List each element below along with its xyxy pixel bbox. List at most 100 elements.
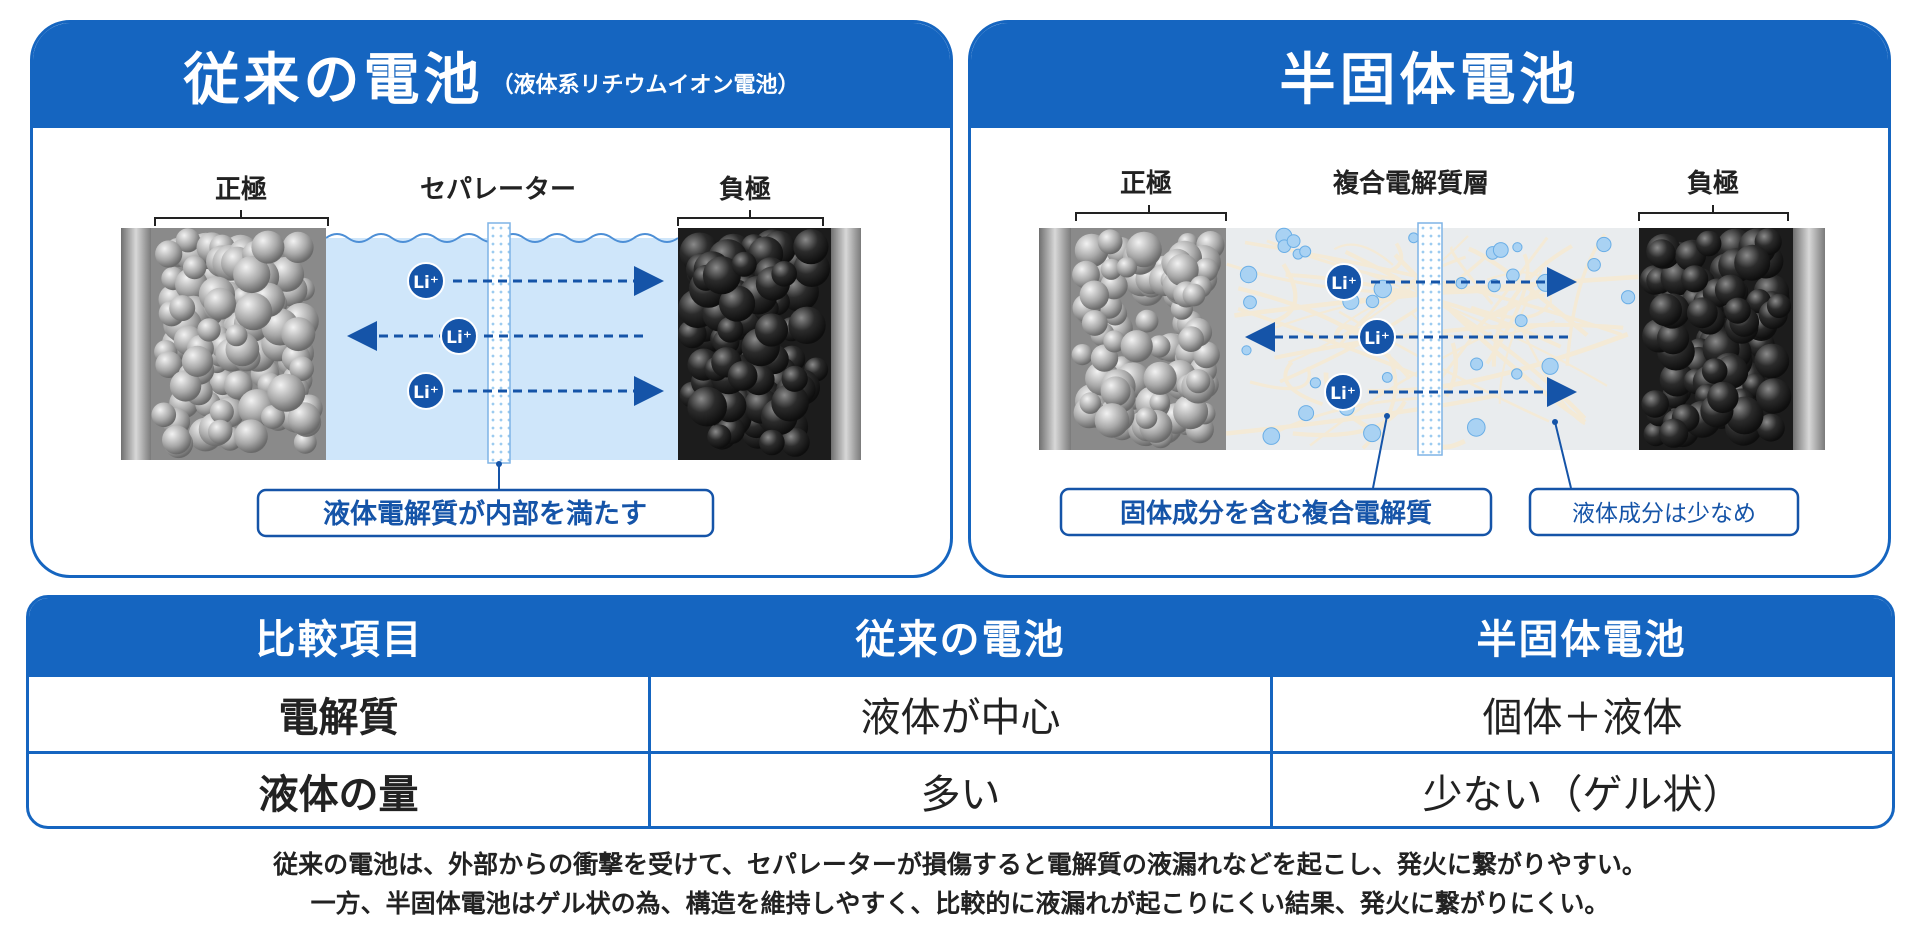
- callout-box-solid: [1059, 487, 1493, 537]
- liquid-droplet: [1299, 245, 1312, 258]
- electrode-particle: [1135, 309, 1159, 333]
- electrode-particle: [175, 228, 200, 253]
- ion-label: Li⁺: [446, 328, 472, 348]
- ion-row-3: Li⁺: [407, 372, 664, 410]
- ion-row-2: Li⁺: [1245, 318, 1568, 356]
- electrode-particle: [1143, 361, 1177, 395]
- electrode-particle: [234, 419, 268, 454]
- electrode-particle: [169, 295, 196, 322]
- electrode-particle: [781, 365, 808, 392]
- panel-header: 半固体電池: [971, 23, 1888, 128]
- electrode-particle: [1103, 330, 1126, 353]
- cathode-label: 正極: [215, 175, 267, 205]
- electrode-particle: [181, 345, 214, 377]
- footer-note-line-2: 一方、半固体電池はゲル状の為、構造を維持しやすく、比較的に液漏れが起こりにくい結…: [310, 889, 1610, 918]
- conventional-battery-panel: 従来の電池 （液体系リチウムイオン電池） 正極 セパレーター 負極: [30, 20, 953, 578]
- ion-label: Li⁺: [413, 383, 439, 403]
- solid-fiber: [1287, 235, 1469, 364]
- electrode-particle: [208, 419, 233, 444]
- electrode-particle: [702, 256, 741, 295]
- electrode-particle: [1641, 390, 1669, 418]
- panel-subtitle: （液体系リチウムイオン電池）: [491, 72, 800, 98]
- anode-bracket: [1638, 205, 1789, 221]
- table-cell: 液体が中心: [648, 677, 1270, 751]
- electrode-particle: [1135, 407, 1158, 429]
- callout-text-solid: 固体成分を含む複合電解質: [1120, 498, 1432, 529]
- electrode-particle: [1100, 258, 1122, 280]
- table-cell: 多い: [648, 754, 1270, 826]
- callout-dot: [496, 461, 502, 467]
- liquid-droplet: [1596, 236, 1612, 253]
- electrode-particle: [1707, 381, 1739, 414]
- cathode-bracket: [1075, 205, 1227, 221]
- electrode-particle: [287, 402, 321, 435]
- electrode-particle: [1071, 344, 1093, 366]
- footer-note-line-1: 従来の電池は、外部からの衝撃を受けて、セパレーターが損傷すると電解質の液漏れなど…: [273, 850, 1647, 879]
- solid-fiber: [1249, 366, 1311, 391]
- electrode-particle: [169, 370, 202, 402]
- liquid-droplet: [1621, 290, 1636, 305]
- electrode-particle: [251, 230, 285, 264]
- callout-text-liquid: 液体成分は少なめ: [1572, 501, 1756, 527]
- electrode-particle: [225, 324, 248, 347]
- ion-label: Li⁺: [413, 273, 439, 293]
- li-ion-icon: [407, 262, 445, 300]
- liquid-droplet: [1506, 268, 1520, 283]
- table-row: 電解質 液体が中心 個体＋液体: [29, 674, 1892, 751]
- cathode-bracket: [154, 210, 329, 226]
- electrode-particle: [1766, 293, 1792, 318]
- electrode-particle: [1757, 413, 1785, 442]
- current-collector-right: [831, 228, 861, 460]
- electrode-particle: [1701, 358, 1728, 384]
- electrode-particle: [204, 287, 236, 320]
- ion-row-1: Li⁺: [1325, 263, 1577, 301]
- composite-layer-label: 複合電解質層: [1333, 168, 1489, 199]
- electrode-particle: [281, 317, 316, 352]
- electrode-particle: [1754, 343, 1790, 379]
- electrode-particle: [289, 356, 315, 381]
- table-header-row: 比較項目 従来の電池 半固体電池: [29, 598, 1892, 674]
- anode-bracket: [677, 210, 824, 226]
- anode-block: [1639, 228, 1793, 450]
- electrode-particle: [771, 261, 797, 287]
- solid-fiber: [1279, 250, 1493, 384]
- panel-title: 半固体電池: [1279, 48, 1580, 113]
- electrode-particle: [234, 292, 273, 331]
- liquid-droplet: [1365, 294, 1380, 309]
- electrode-particle: [1100, 376, 1131, 407]
- liquid-droplet: [1511, 368, 1523, 380]
- liquid-droplet: [1512, 242, 1523, 253]
- electrode-particle: [759, 429, 785, 456]
- ion-row-2: Li⁺: [347, 317, 643, 355]
- electrode-particle: [1081, 310, 1108, 336]
- table-cell: 少ない（ゲル状）: [1270, 754, 1892, 826]
- liquid-droplet: [1470, 357, 1484, 371]
- electrode-particle: [209, 399, 234, 424]
- anode-block: [678, 228, 831, 460]
- solid-fiber: [1237, 286, 1412, 380]
- electrode-particle: [1182, 283, 1206, 307]
- electrode-particle: [719, 285, 756, 322]
- semi-solid-battery-panel: 半固体電池 正極 複合電解質層 負極: [968, 20, 1891, 578]
- electrode-particle: [1097, 229, 1123, 255]
- conventional-battery-diagram: 正極 セパレーター 負極 Li⁺ Li⁺: [121, 175, 861, 538]
- electrode-particle: [282, 231, 314, 263]
- solid-fiber: [1283, 360, 1324, 406]
- comparison-table: 比較項目 従来の電池 半固体電池 電解質 液体が中心 個体＋液体 液体の量 多い…: [26, 595, 1895, 829]
- li-ion-icon: [407, 372, 445, 410]
- electrode-particle: [793, 229, 829, 265]
- liquid-droplet: [1286, 234, 1301, 248]
- electrode-particle: [1079, 280, 1109, 310]
- electrode-particle: [1681, 265, 1709, 293]
- electrode-particle: [261, 405, 285, 429]
- callout-box: [256, 488, 715, 538]
- electrode-particle: [1166, 253, 1199, 287]
- liquid-droplet: [1239, 265, 1258, 284]
- table-cell: 液体の量: [258, 772, 419, 818]
- ion-label: Li⁺: [1331, 274, 1357, 294]
- electrode-particle: [155, 240, 183, 268]
- electrode-particle: [197, 318, 221, 342]
- electrode-particle: [1126, 231, 1162, 268]
- liquid-droplet: [1492, 242, 1509, 258]
- li-ion-icon: [1358, 318, 1396, 356]
